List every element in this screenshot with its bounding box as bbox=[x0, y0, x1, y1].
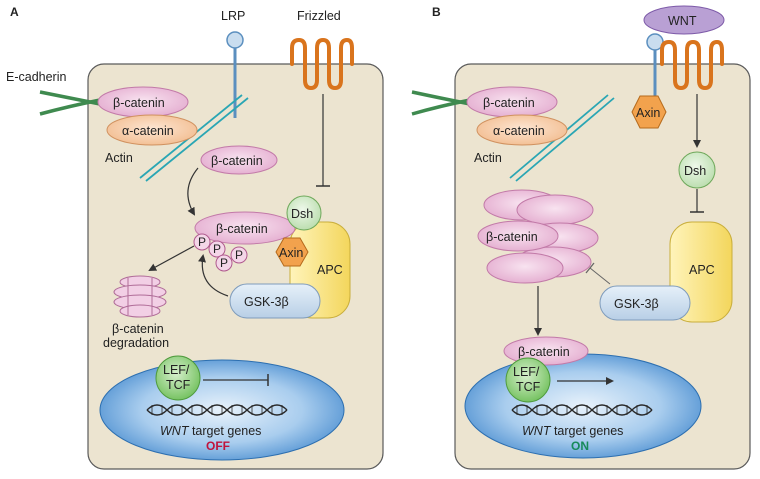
phosphate-4 bbox=[230, 246, 248, 264]
beta-catenin-junction-b-label: β-catenin bbox=[483, 96, 535, 110]
arrow-to-complex bbox=[187, 167, 199, 216]
phosphate-2 bbox=[208, 240, 226, 258]
lef-a-line1: LEF/ bbox=[163, 363, 190, 377]
dna-rungs-b bbox=[516, 405, 648, 415]
alpha-catenin bbox=[106, 114, 198, 146]
beta-catenin-free-label: β-catenin bbox=[211, 154, 263, 168]
lef-a-line2: TCF bbox=[166, 378, 191, 392]
state-on: ON bbox=[571, 439, 589, 453]
beta-catenin-junction-label: β-catenin bbox=[113, 96, 165, 110]
axin-a bbox=[275, 237, 309, 267]
panel-b: B WNT Axin Dsh APC GSK-3β bbox=[411, 5, 751, 470]
genes-b-rest: target genes bbox=[550, 424, 623, 438]
lef-tcf-b bbox=[505, 357, 551, 403]
phosphate-3-label: P bbox=[220, 256, 228, 270]
axin-a-label: Axin bbox=[279, 246, 303, 260]
ecadherin-label: E-cadherin bbox=[6, 70, 66, 84]
lef-b-line1: LEF/ bbox=[513, 365, 540, 379]
apc-b-label: APC bbox=[689, 263, 715, 277]
axin-b bbox=[631, 95, 667, 129]
dna-helix-b bbox=[511, 404, 653, 416]
phosphate-group: P P P P bbox=[193, 233, 248, 272]
ecadherin-molecule bbox=[39, 90, 101, 116]
beta-catenin-complex-label: β-catenin bbox=[216, 222, 268, 236]
phosphate-3 bbox=[215, 254, 233, 272]
lef-b-line2: TCF bbox=[516, 380, 541, 394]
dsh-b-label: Dsh bbox=[684, 164, 706, 178]
actin-label: Actin bbox=[105, 151, 133, 165]
lrp-receptor bbox=[226, 31, 244, 118]
phosphate-4-label: P bbox=[235, 248, 243, 262]
phosphate-1-label: P bbox=[198, 235, 206, 249]
dsh-a bbox=[286, 195, 322, 231]
beta-catenin-stack-label: β-catenin bbox=[486, 230, 538, 244]
lrp-label: LRP bbox=[221, 9, 245, 23]
dsh-b bbox=[678, 151, 716, 189]
panel-b-letter: B bbox=[432, 5, 441, 19]
beta-catenin-free bbox=[200, 145, 278, 175]
alpha-catenin-b-label: α-catenin bbox=[493, 124, 545, 138]
genes-a-text: WNT target genes bbox=[160, 424, 261, 438]
gsk-b-label: GSK-3β bbox=[614, 297, 659, 311]
dna-helix-a bbox=[146, 404, 288, 416]
frizzled-label: Frizzled bbox=[297, 9, 341, 23]
panel-a: A LRP Frizzled E-cadherin β-caten bbox=[6, 5, 384, 470]
genes-b-italic: WNT bbox=[522, 424, 552, 438]
frizzled-receptor-b bbox=[660, 39, 724, 91]
frizzled-receptor bbox=[290, 37, 354, 91]
gsk-a bbox=[229, 283, 321, 319]
arrow-to-degradation bbox=[148, 245, 195, 271]
wnt-label: WNT bbox=[668, 14, 697, 28]
gsk-a-label: GSK-3β bbox=[244, 295, 289, 309]
apc-a-label: APC bbox=[317, 263, 343, 277]
beta-catenin-stack bbox=[477, 189, 599, 284]
dna-rungs-a bbox=[151, 405, 283, 415]
ecadherin-molecule-b bbox=[411, 90, 471, 116]
proteasome-icon bbox=[113, 275, 167, 318]
beta-catenin-nucleus-label: β-catenin bbox=[518, 345, 570, 359]
degradation-line2: degradation bbox=[103, 336, 169, 350]
genes-a-italic: WNT bbox=[160, 424, 190, 438]
genes-a-rest: target genes bbox=[188, 424, 261, 438]
actin-b-label: Actin bbox=[474, 151, 502, 165]
phosphate-2-label: P bbox=[213, 242, 221, 256]
gsk-inhibit-line bbox=[589, 267, 611, 285]
alpha-catenin-label: α-catenin bbox=[122, 124, 174, 138]
wnt-ligand bbox=[643, 5, 725, 35]
genes-b-text: WNT target genes bbox=[522, 424, 623, 438]
alpha-catenin-b bbox=[476, 114, 568, 146]
arrow-gsk-to-p bbox=[198, 254, 229, 297]
gsk-b bbox=[599, 285, 691, 321]
phosphate-1 bbox=[193, 233, 211, 251]
degradation-line1: β-catenin bbox=[112, 322, 164, 336]
axin-b-label: Axin bbox=[636, 106, 660, 120]
gsk-inhibit-bar bbox=[585, 262, 595, 274]
dsh-a-label: Dsh bbox=[291, 207, 313, 221]
panel-a-letter: A bbox=[10, 5, 19, 19]
state-off: OFF bbox=[206, 439, 230, 453]
lef-tcf-a bbox=[155, 355, 201, 401]
